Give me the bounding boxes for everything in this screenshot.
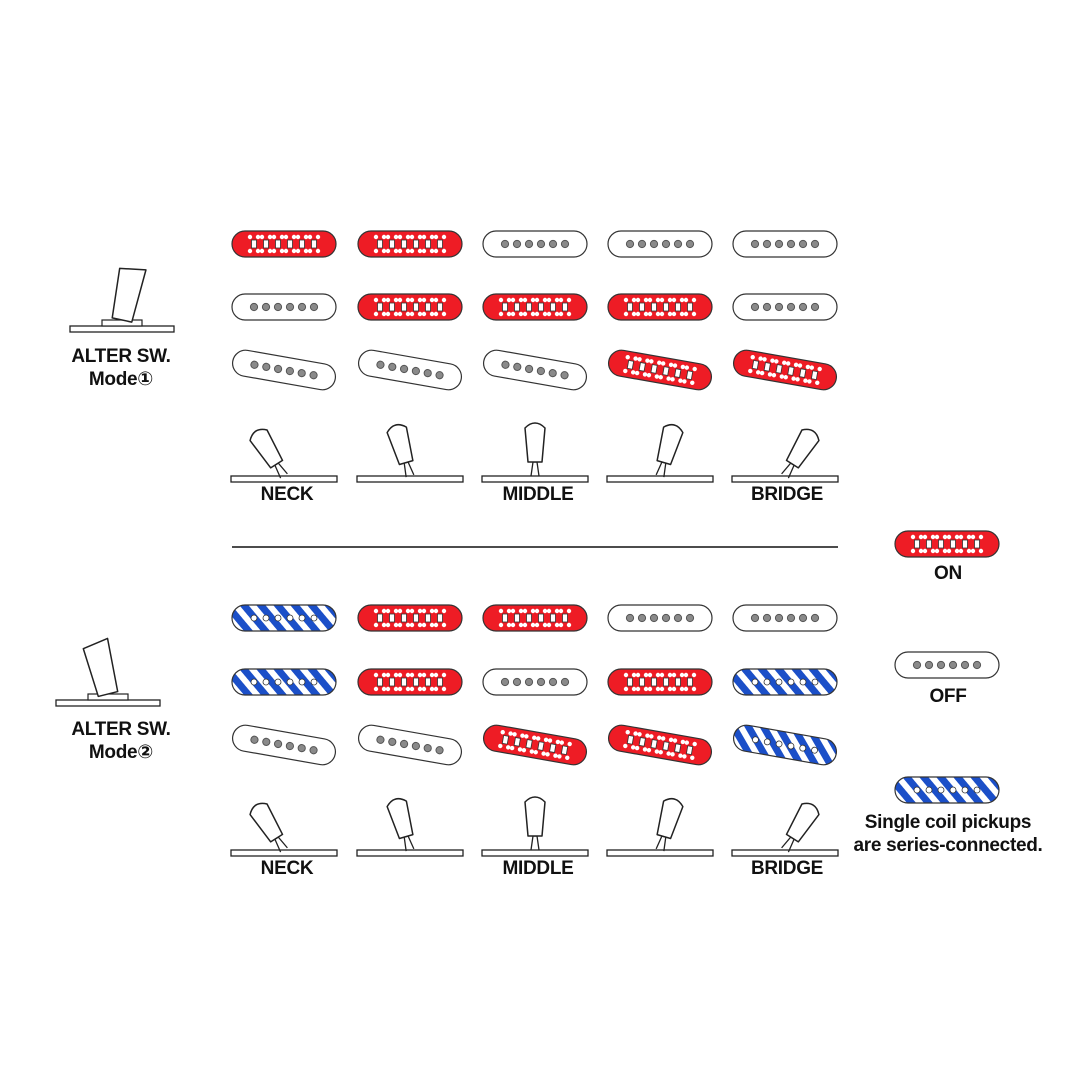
pickup-off-icon (482, 349, 588, 391)
pickup-on-icon (607, 349, 713, 391)
pickup-off-icon (607, 230, 713, 258)
selector-switch-icon (356, 797, 464, 857)
pickup-off-icon (357, 724, 463, 766)
mode-2-label: ALTER SW. Mode② (71, 718, 171, 764)
pickup-on-icon (482, 724, 588, 766)
mode-2-label-line1: ALTER SW. (71, 719, 171, 740)
legend-series-label: Single coil pickups are series-connected… (853, 811, 1042, 857)
legend-series-line2: are series-connected. (853, 835, 1043, 856)
legend-series-line1: Single coil pickups (864, 812, 1032, 833)
pickup-off-icon (482, 668, 588, 696)
pickup-off-icon (231, 349, 337, 391)
legend-off-label: OFF (929, 686, 967, 707)
pickup-on-icon (357, 604, 463, 632)
position-label-bridge: BRIDGE (750, 484, 824, 505)
pickup-off-icon (231, 293, 337, 321)
pickup-series-icon (732, 668, 838, 696)
legend-series-pickup-icon (894, 776, 1000, 804)
legend-on-pickup-icon (894, 530, 1000, 558)
pickup-on-icon (607, 293, 713, 321)
pickup-on-icon (607, 724, 713, 766)
pickup-on-icon (482, 604, 588, 632)
pickup-off-icon (732, 293, 838, 321)
pickup-on-icon (231, 230, 337, 258)
selector-switch-icon (606, 797, 714, 857)
position-label-middle: MIDDLE (502, 858, 574, 879)
pickup-on-icon (357, 293, 463, 321)
pickup-off-icon (231, 724, 337, 766)
pickup-off-icon (607, 604, 713, 632)
position-label-bridge: BRIDGE (750, 858, 824, 879)
pickup-off-icon (482, 230, 588, 258)
selector-switch-icon (230, 428, 338, 483)
pickup-off-icon (732, 604, 838, 632)
pickup-on-icon (357, 230, 463, 258)
mode-2-label-line2: Mode② (88, 742, 154, 763)
pickup-series-icon (231, 604, 337, 632)
toggle-switch-icon (69, 267, 175, 333)
legend-off-pickup-icon (894, 651, 1000, 679)
pickup-on-icon (482, 293, 588, 321)
selector-switch-icon (731, 802, 839, 857)
selector-switch-icon (606, 423, 714, 483)
pickup-series-icon (231, 668, 337, 696)
pickup-off-icon (732, 230, 838, 258)
mode-1-label-line2: Mode① (88, 369, 154, 390)
position-label-neck: NECK (260, 484, 314, 505)
pickup-off-icon (357, 349, 463, 391)
selector-switch-icon (230, 802, 338, 857)
selector-switch-icon (481, 422, 589, 483)
pickup-on-icon (732, 349, 838, 391)
mode-1-label-line1: ALTER SW. (71, 346, 171, 367)
pickup-on-icon (357, 668, 463, 696)
toggle-switch-icon (55, 637, 161, 707)
position-label-middle: MIDDLE (502, 484, 574, 505)
mode-1-label: ALTER SW. Mode① (71, 345, 171, 391)
selector-switch-icon (731, 428, 839, 483)
selector-switch-icon (481, 796, 589, 857)
position-label-neck: NECK (260, 858, 314, 879)
selector-switch-icon (356, 423, 464, 483)
legend-on-label: ON (934, 563, 962, 584)
pickup-series-icon (732, 724, 838, 766)
pickup-on-icon (607, 668, 713, 696)
